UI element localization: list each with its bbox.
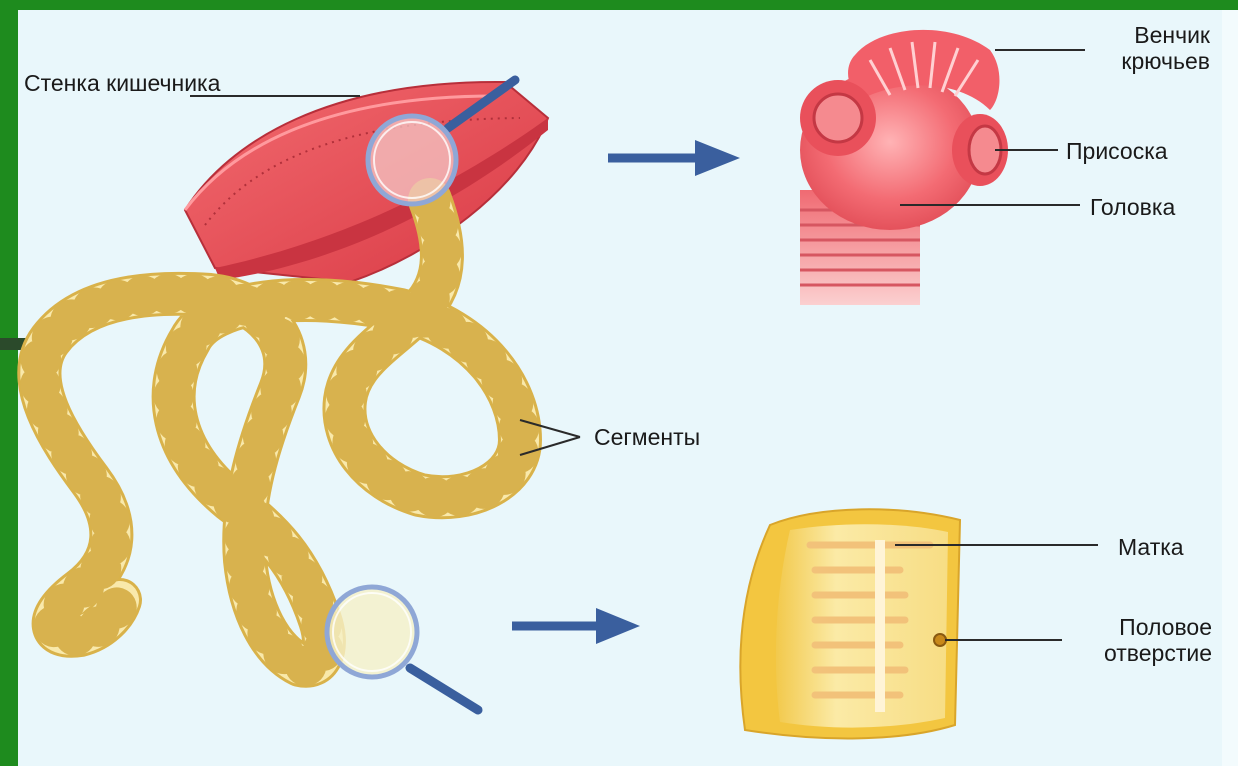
label-head: Головка [1090, 194, 1175, 220]
label-sucker: Присоска [1066, 138, 1168, 164]
label-uterus: Матка [1118, 534, 1184, 560]
label-hook-crown: Венчик крючьев [1090, 22, 1210, 74]
proglottid [740, 509, 960, 738]
arrow-right-icon [608, 140, 740, 176]
intestine-wall [185, 82, 548, 282]
scolex-head [800, 30, 1008, 305]
arrow-right-icon [512, 608, 640, 644]
label-intestine-wall: Стенка кишечника [24, 70, 220, 96]
label-segments: Сегменты [594, 424, 700, 450]
magnifier-icon [327, 587, 478, 710]
label-genital-opening: Половое отверстие [1060, 614, 1212, 666]
